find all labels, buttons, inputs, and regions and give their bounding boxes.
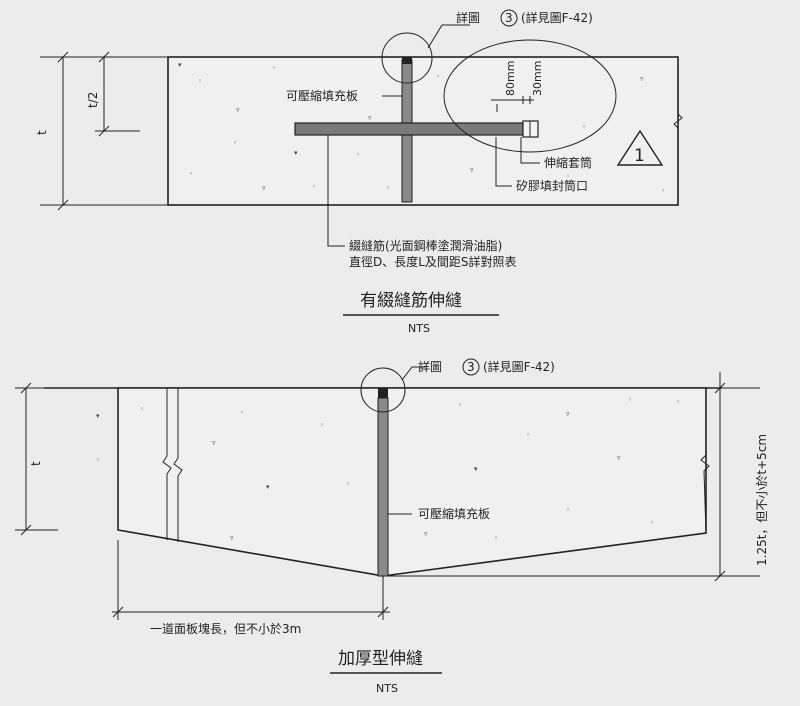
svg-text:◦: ◦ [566,172,570,180]
bottom-detail-ref-prefix: 詳圖 [418,359,442,374]
svg-text:◦: ◦ [566,506,570,514]
svg-text:◦: ◦ [650,519,654,527]
top-dim-half-t-label: t/2 [86,92,100,108]
svg-text:▿: ▿ [424,530,428,538]
top-nts: NTS [408,322,430,335]
bottom-detail-ref-num: 3 [467,360,475,374]
svg-text:▿: ▿ [617,454,621,462]
bottom-detail: ▾ ◦ ▿ ◦ ▾ ◦ ◦ ▿ ◦ ▾ ◦ ▿ ◦ ◦ ▿ ◦ ◦ ◦ ▿ ◦ t 詳圖 3 (詳見圖F-… [15,358,769,695]
svg-text:▿: ▿ [640,75,644,83]
bottom-detail-ref-suffix: (詳見圖F-42) [483,359,555,374]
svg-text:◦: ◦ [356,151,360,159]
svg-text:▿: ▿ [368,114,372,122]
top-filler-label: 可壓縮填充板 [286,88,358,103]
top-detail-ref-suffix: (詳見圖F-42) [521,10,593,25]
svg-text:▿: ▿ [262,184,266,192]
top-detail: ▾ ◦ ▿ ◦ ▾ ◦ ▿ ◦ ◦ ▿ ◦ ◦ ◦ ▿ ◦ ◦ ▿ ◦ t t/2 [35,9,683,335]
top-dim-30-label: 30mm [531,61,544,96]
bottom-dim-thick-label: 1.25t，但不小於t+5cm [754,434,769,566]
top-slab-break-mark [673,113,683,129]
svg-text:◦: ◦ [526,431,530,439]
svg-text:◦: ◦ [494,534,498,542]
top-title: 有綴縫筋伸縫 [360,291,462,311]
top-joint-seal [402,57,412,64]
bottom-title: 加厚型伸縫 [338,649,423,669]
top-detail-ref-prefix: 詳圖 [456,10,480,25]
bottom-detail-circle [360,367,406,413]
svg-text:◦: ◦ [458,401,462,409]
top-dim-80-30: 80mm 30mm [491,61,544,112]
svg-text:◦: ◦ [233,139,237,147]
svg-text:▿: ▿ [566,410,570,418]
bottom-filler-label: 可壓縮填充板 [418,506,490,521]
bottom-slab [117,387,707,577]
svg-text:◦: ◦ [320,421,324,429]
svg-text:◦: ◦ [198,77,202,85]
top-detail-circle [381,32,433,84]
bottom-dim-thick: 1.25t，但不小於t+5cm [388,372,769,582]
svg-text:◦: ◦ [676,398,680,406]
svg-text:◦: ◦ [312,183,316,191]
svg-text:▿: ▿ [236,106,240,114]
svg-text:◦: ◦ [240,409,244,417]
svg-text:▾: ▾ [96,412,100,420]
top-enlargement-cloud [443,39,617,153]
bottom-dim-t: t [15,382,58,536]
bottom-slab-break-left2 [173,388,183,542]
svg-text:◦: ◦ [436,73,440,81]
top-dim-half-t: t/2 [86,51,140,137]
svg-text:◦: ◦ [140,405,144,413]
svg-text:▾: ▾ [266,483,270,491]
top-dim-t-label: t [35,130,49,135]
top-dim-80-label: 80mm [504,61,517,96]
bottom-slab-break-left [162,388,172,540]
top-sealant-label: 矽膠填封筒口 [516,178,588,193]
top-dowel-bar [294,122,524,136]
top-revision-triangle [616,129,664,166]
svg-text:◦: ◦ [582,123,586,131]
svg-text:◦: ◦ [386,184,390,192]
svg-text:◦: ◦ [272,64,276,72]
svg-text:▾: ▾ [474,465,478,473]
bottom-nts: NTS [376,682,398,695]
svg-text:◦: ◦ [346,480,350,488]
svg-text:◦: ◦ [628,396,632,404]
svg-text:▿: ▿ [470,166,474,174]
bottom-aggregate-dots: ▾ ◦ ▿ ◦ ▾ ◦ ◦ ▿ ◦ ▾ ◦ ▿ ◦ ◦ ▿ ◦ ◦ ◦ ▿ ◦ [96,396,680,542]
bottom-filler-board [377,397,389,577]
svg-text:◦: ◦ [661,187,665,195]
svg-text:▾: ▾ [294,149,298,157]
svg-text:◦: ◦ [189,170,193,178]
top-sleeve-label: 伸縮套筒 [544,155,592,170]
top-aggregate-dots: ▾ ◦ ▿ ◦ ▾ ◦ ▿ ◦ ◦ ▿ ◦ ◦ ◦ ▿ ◦ ◦ ▿ ◦ [178,61,665,195]
bottom-slab-break-right [700,388,710,534]
bottom-dim-length: 一道面板塊長，但不小於3m [112,540,390,636]
top-dowel-label-1: 綴縫筋(光面鋼棒塗潤滑油脂) [349,238,502,253]
bottom-length-label: 一道面板塊長，但不小於3m [150,621,301,636]
bottom-dim-t-label: t [29,461,43,466]
bottom-joint-seal [378,388,388,398]
svg-text:◦: ◦ [96,456,100,464]
top-detail-ref-num: 3 [505,11,513,25]
svg-text:▾: ▾ [178,61,182,69]
svg-text:▿: ▿ [230,534,234,542]
svg-text:▿: ▿ [212,439,216,447]
top-revision-num: 1 [634,146,645,166]
top-dowel-label-2: 直徑D、長度L及間距S詳對照表 [349,254,517,269]
